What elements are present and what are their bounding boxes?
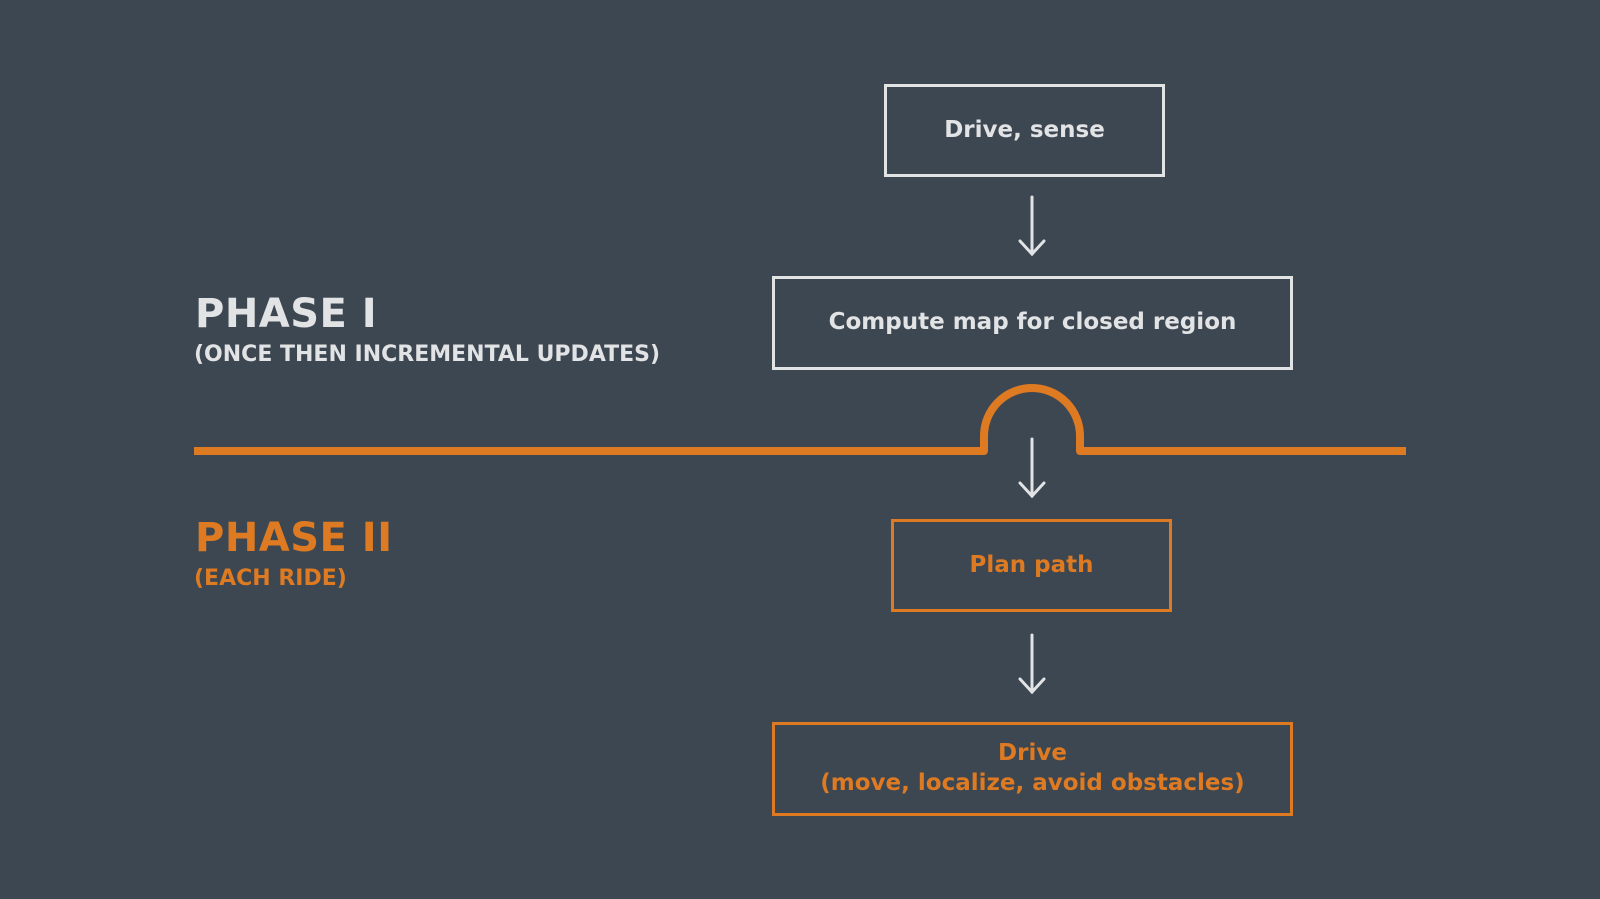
- step-drive-box: Drive (move, localize, avoid obstacles): [772, 722, 1293, 816]
- step-drive-sense-label: Drive, sense: [944, 116, 1105, 143]
- phase-1-subtitle: (ONCE THEN INCREMENTAL UPDATES): [194, 342, 661, 367]
- arrow-down-icon: [1018, 633, 1046, 695]
- phase-2-subtitle: (EACH RIDE): [194, 566, 347, 591]
- step-drive-label: Drive: [998, 740, 1067, 767]
- phase-1-title: PHASE I: [195, 291, 378, 337]
- arrow-down-icon: [1018, 195, 1046, 257]
- step-plan-path-label: Plan path: [969, 551, 1094, 578]
- step-compute-map-label: Compute map for closed region: [828, 309, 1237, 336]
- phase-divider-line: [194, 384, 1406, 455]
- step-plan-path-box: Plan path: [891, 519, 1172, 612]
- phase-2-title: PHASE II: [195, 515, 393, 561]
- step-compute-map-box: Compute map for closed region: [772, 276, 1293, 370]
- step-drive-detail: (move, localize, avoid obstacles): [820, 770, 1245, 796]
- step-drive-sense-box: Drive, sense: [884, 84, 1165, 177]
- arrow-down-icon: [1018, 437, 1046, 499]
